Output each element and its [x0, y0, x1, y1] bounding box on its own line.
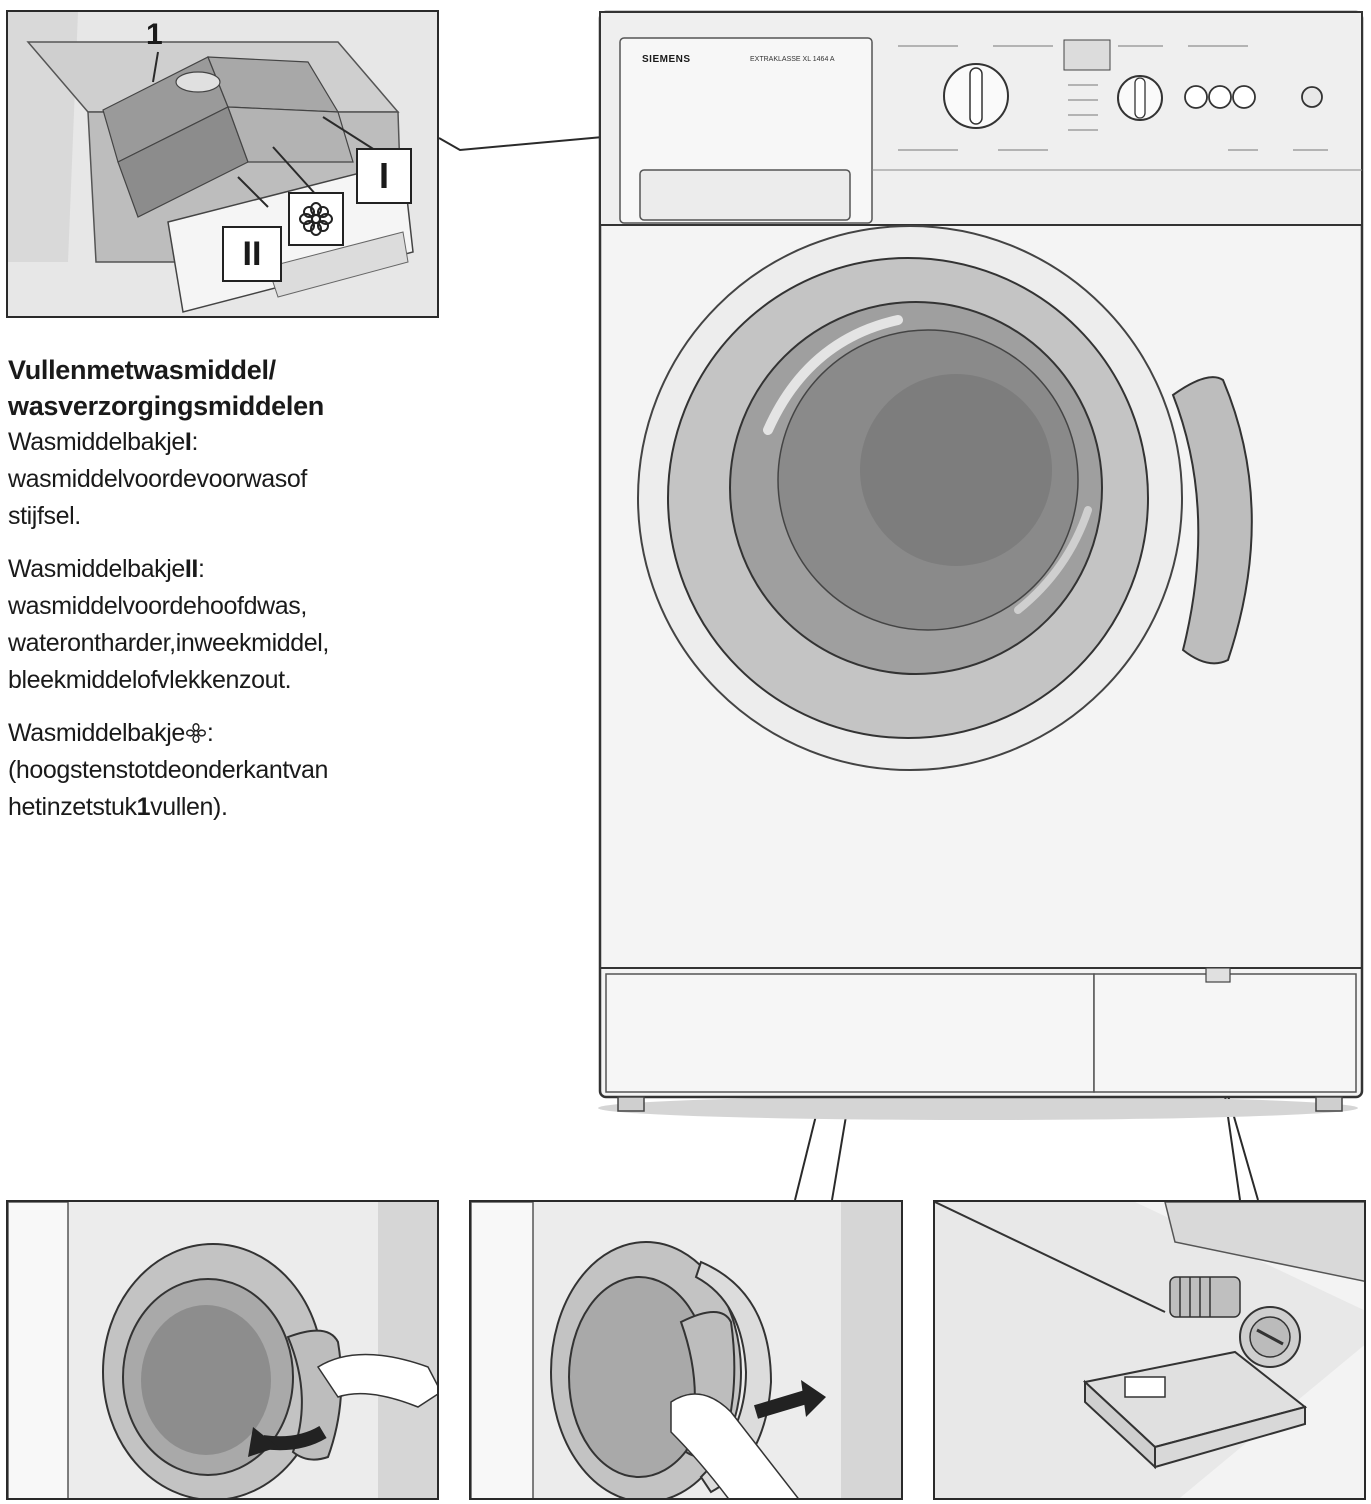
compartment-II-text: II — [242, 234, 262, 273]
instruction-text: Vullenmetwasmiddel/ wasverzorgingsmiddel… — [8, 352, 428, 842]
pump-filter-detail — [933, 1200, 1366, 1500]
paragraph-compartment-I: WasmiddelbakjeI: wasmiddelvoordevoorwaso… — [8, 424, 428, 535]
para1-compartment: I — [184, 428, 192, 456]
para2-compartment: II — [184, 555, 198, 583]
para2-suffix: : — [197, 555, 205, 583]
model-label: EXTRAKLASSE XL 1464 A — [750, 56, 835, 63]
compartment-II-label: II — [222, 226, 282, 282]
heading-line-1: Vullenmetwasmiddel/ — [8, 355, 276, 385]
brand-label: SIEMENS — [642, 54, 691, 65]
washing-machine-illustration — [598, 10, 1364, 1120]
section-heading: Vullenmetwasmiddel/ wasverzorgingsmiddel… — [8, 352, 428, 424]
open-door-illustration — [471, 1202, 901, 1498]
paragraph-compartment-II: WasmiddelbakjeII: wasmiddelvoordehoofdwa… — [8, 551, 428, 699]
para3-line2: (hoogstenstotdeonderkantvan — [8, 756, 328, 784]
para1-line2: wasmiddelvoordevoorwasof — [8, 465, 307, 493]
para1-suffix: : — [191, 428, 198, 456]
flower-icon — [185, 723, 206, 743]
softener-compartment-label — [288, 192, 344, 246]
close-door-illustration — [8, 1202, 437, 1498]
para3-line3-suffix: vullen). — [150, 793, 228, 821]
flower-icon — [299, 202, 333, 236]
para2-line3: waterontharder,inweekmiddel, — [8, 629, 329, 657]
para3-prefix: Wasmiddelbakje — [8, 719, 185, 747]
para3-line3-bold: 1 — [136, 793, 151, 821]
compartment-I-label: I — [356, 148, 412, 204]
detergent-drawer-detail: 1 I II — [6, 10, 439, 318]
open-door-detail — [469, 1200, 903, 1500]
para3-suffix: : — [206, 719, 214, 747]
para3-line3-prefix: hetinzetstuk — [8, 793, 137, 821]
para2-prefix: Wasmiddelbakje — [8, 555, 185, 583]
para1-prefix: Wasmiddelbakje — [8, 428, 185, 456]
insert-number-label: 1 — [146, 18, 163, 51]
para1-line3: stijfsel. — [8, 502, 81, 530]
pump-filter-illustration — [935, 1202, 1364, 1498]
paragraph-compartment-softener: Wasmiddelbakje: (hoogstenstotdeonderkant… — [8, 715, 428, 826]
close-door-detail — [6, 1200, 439, 1500]
para2-line2: wasmiddelvoordehoofdwas, — [8, 592, 307, 620]
compartment-I-text: I — [378, 155, 389, 196]
heading-line-2: wasverzorgingsmiddelen — [8, 391, 324, 421]
washing-machine: SIEMENS EXTRAKLASSE XL 1464 A — [598, 10, 1364, 1120]
para2-line4: bleekmiddelofvlekkenzout. — [8, 666, 292, 694]
